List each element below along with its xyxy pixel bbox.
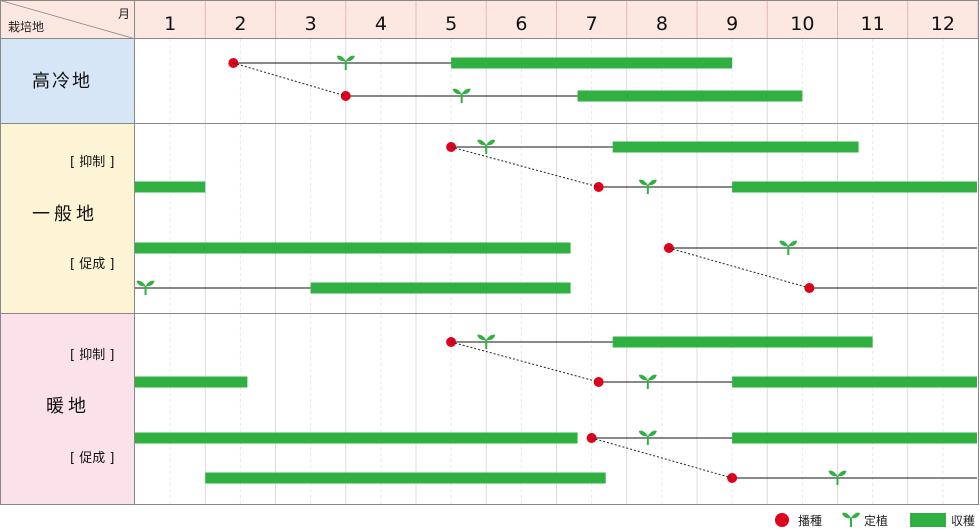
legend: 播種 定植 収穫 [775,512,975,528]
month-label: 3 [305,13,317,35]
sublabel-general-suppression: [ 抑制 ] [70,155,114,170]
region-label-warm: 暖地 [46,396,90,417]
month-grid [169,1,979,504]
header-background [0,0,979,39]
sowing-shift-connector [591,437,733,479]
sowing-shift-connector [233,62,346,97]
schedule-row [135,240,977,255]
region-cell-general [0,123,135,314]
month-label: 4 [375,13,387,35]
harvest-bar [612,141,859,153]
header-month-unit: 月 [118,7,130,21]
header-region-label: 栽培地 [8,19,44,34]
harvest-bar [310,282,571,294]
region-label-highland: 高冷地 [32,71,92,92]
month-label: 9 [726,13,738,35]
sowing-shift-connector [668,247,810,289]
harvest-bar [205,472,606,484]
month-label: 10 [790,13,814,35]
month-label: 6 [515,13,527,35]
schedule-row [135,280,977,295]
schedule-row [205,470,977,485]
harvest-bar [135,376,248,388]
header-corner-diagonal [0,0,135,39]
planting-icon [779,240,798,255]
harvest-bar [577,90,803,102]
month-label: 7 [586,13,598,35]
schedule-row [340,88,803,103]
legend-sowing-marker [775,513,789,527]
sublabel-warm-forcing: [ 促成 ] [70,451,114,466]
sowing-shift-connector [450,146,599,188]
month-label: 8 [656,13,668,35]
region-label-general: 一般地 [32,204,98,225]
planting-icon [638,374,657,389]
legend-planting-icon [842,512,860,527]
planting-icon [336,55,355,70]
planting-icon [477,139,496,154]
legend-planting-label: 定植 [864,513,888,528]
planting-icon [477,334,496,349]
planting-icon [828,470,847,485]
region-cell-highland [0,38,135,124]
harvest-bar [135,181,206,193]
region-cell-warm [0,313,135,505]
harvest-bar [612,336,873,348]
month-label: 5 [445,13,457,35]
schedule-rows [135,55,977,485]
harvest-bar [732,432,977,444]
schedule-row [446,334,873,349]
harvest-bar [135,242,571,254]
legend-harvest-label: 収穫 [951,514,975,528]
planting-icon [638,430,657,445]
month-label: 12 [931,13,955,35]
sowing-marker [727,473,738,483]
table-borders [0,0,979,505]
harvest-bar [451,57,733,69]
planting-icon [638,179,657,194]
month-label: 2 [234,13,246,35]
harvest-bar [135,432,578,444]
sowing-marker [804,283,815,293]
planting-icon [452,88,471,103]
legend-harvest-swatch [910,513,946,527]
sublabel-warm-suppression: [ 抑制 ] [70,348,114,363]
schedule-row [135,430,977,445]
month-label: 11 [861,13,885,35]
sowing-shift-connector [450,341,599,383]
schedule-row [446,139,859,154]
harvest-bar [732,376,977,388]
sublabel-general-forcing: [ 促成 ] [70,257,114,272]
planting-icon [136,280,155,295]
harvest-bar [732,181,977,193]
legend-sowing-label: 播種 [798,514,822,528]
month-label: 1 [164,13,176,35]
schedule-row [228,55,733,70]
